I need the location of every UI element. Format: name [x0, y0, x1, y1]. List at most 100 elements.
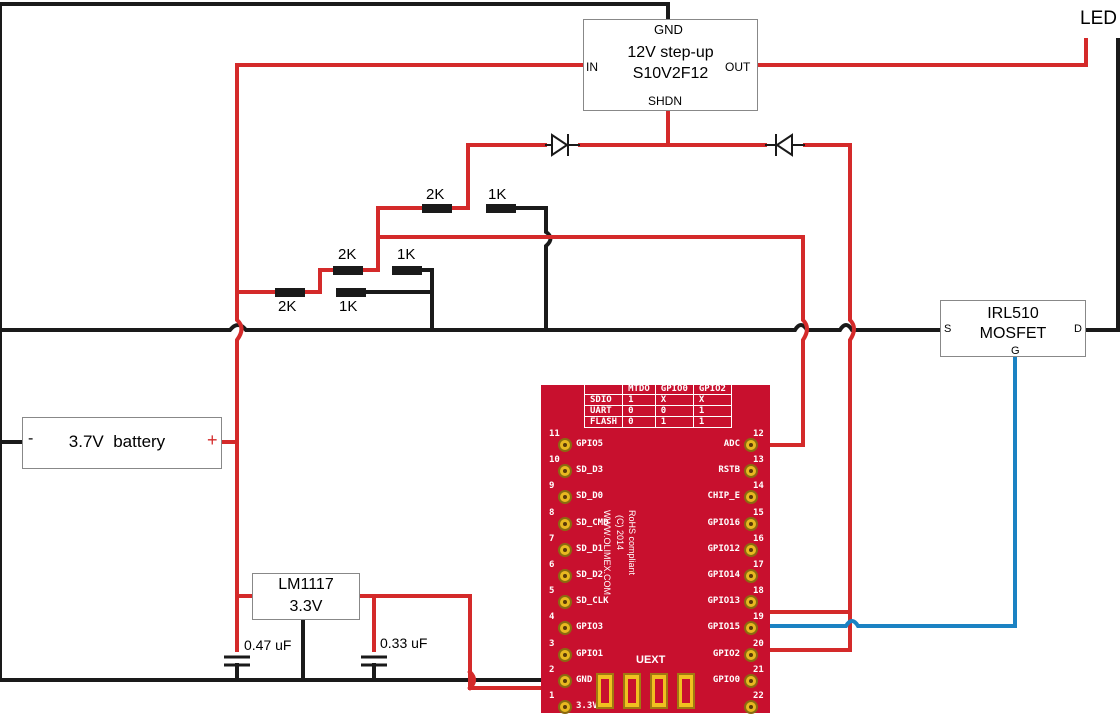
- table-cell: [583, 383, 624, 395]
- left-pin-number: 10: [549, 455, 560, 466]
- stepup-out-wire: [756, 38, 1088, 67]
- right-pin-label: RSTB: [718, 465, 740, 476]
- stepup-title: 12V step-up: [627, 44, 714, 61]
- left-pin-label: SD_D1: [576, 543, 604, 554]
- right-pin-number: 15: [753, 507, 764, 518]
- right-pin-number: 16: [753, 533, 764, 544]
- left-pin-label: SD_D0: [576, 491, 604, 502]
- mosfet-source-label: S: [944, 323, 952, 335]
- left-pin-pad: [558, 516, 572, 531]
- table-cell: 1: [692, 416, 732, 428]
- uext-label: UEXT: [636, 654, 666, 666]
- divider-1k-a-wire: [416, 268, 434, 332]
- table-cell: MTDO: [622, 383, 656, 395]
- right-pin-number: 21: [753, 664, 764, 675]
- right-pin-number: 12: [753, 429, 764, 439]
- right-pin-number: 20: [753, 638, 764, 649]
- left-pin-label: GPIO5: [576, 439, 604, 449]
- left-pin-label: SD_CLK: [576, 596, 609, 607]
- left-pin-pad: [558, 490, 572, 505]
- resistor-2k-top: [422, 204, 452, 213]
- left-pin-pad: [558, 542, 572, 557]
- left-pin-pad: [558, 595, 572, 610]
- left-pin-number: 8: [549, 507, 555, 518]
- uext-pad: [623, 673, 641, 709]
- right-pin-number: 14: [753, 481, 764, 492]
- mosfet-gate-label: G: [1011, 345, 1020, 357]
- regulator-title: LM1117: [278, 576, 334, 593]
- divider-top-wire: [376, 143, 470, 210]
- right-pin-label: GPIO15: [707, 622, 740, 633]
- resistor-2k-top-label: 2K: [426, 186, 445, 203]
- board-vertical-text-1: WWW.OLIMEX.COM: [602, 510, 612, 595]
- right-pin-label: GPIO12: [707, 543, 740, 554]
- resistor-2k-bottom: [275, 288, 305, 297]
- cap1-label: 0.47 uF: [244, 637, 292, 653]
- battery-plus-rail: [235, 63, 244, 598]
- left-pin-label: SD_CMD: [576, 517, 609, 528]
- right-pin-pad: [744, 595, 758, 610]
- right-pin-pad: [744, 490, 758, 505]
- mosfet-type: MOSFET: [979, 325, 1047, 342]
- resistor-1k-bottom: [336, 288, 366, 297]
- power-wires: [220, 38, 1088, 691]
- right-pin-number: 13: [753, 455, 764, 466]
- left-pin-pad: [558, 700, 572, 714]
- left-pin-pad: [558, 621, 572, 636]
- diode1-body: [551, 133, 569, 157]
- left-pin-pad: [558, 569, 572, 583]
- right-pin-label: CHIP_E: [707, 491, 740, 502]
- right-pin-label: ADC: [723, 439, 740, 449]
- regulator-box: [252, 573, 360, 620]
- left-pin-label: GND: [576, 674, 593, 685]
- resistor-1k-top-label: 1K: [488, 186, 507, 203]
- uext-pad: [650, 673, 668, 709]
- board-vertical-text-2: (C) 2014: [615, 515, 625, 551]
- right-pin-pad: [744, 516, 758, 531]
- resistor-2k-mid-label: 2K: [338, 246, 357, 263]
- right-pin-number: 22: [753, 691, 764, 701]
- regulator-out-wire: [358, 594, 562, 690]
- table-cell: UART: [583, 405, 624, 417]
- right-pin-pad: [744, 569, 758, 583]
- right-pin-pad: [744, 464, 758, 479]
- right-pin-pad: [744, 542, 758, 557]
- boot-mode-table: MTDO GPIO0 GPIO2 SDIO 1 X X UART 0 0 1 F…: [583, 383, 732, 428]
- battery-plus: +: [207, 430, 218, 450]
- resistor-1k-bottom-label: 1K: [339, 298, 358, 315]
- right-pin-pad: [744, 647, 758, 662]
- resistor-1k-mid-label: 1K: [397, 246, 416, 263]
- resistor-1k-top: [486, 204, 516, 213]
- table-cell: 1: [692, 405, 732, 417]
- ground-wires: [0, 2, 1120, 682]
- regulator-voltage: 3.3V: [289, 598, 323, 615]
- right-pin-label: GPIO14: [707, 570, 740, 580]
- mosfet-box: [940, 300, 1086, 357]
- right-pin-label: GPIO13: [707, 596, 740, 607]
- left-pin-label: GPIO1: [576, 648, 604, 659]
- left-pin-pad: [558, 438, 572, 452]
- led-label: LED: [1080, 8, 1117, 29]
- left-pin-number: 5: [549, 586, 555, 597]
- resistors: [275, 204, 516, 297]
- left-pin-pad: [558, 673, 572, 688]
- right-pin-label: GPIO0: [712, 674, 740, 685]
- adc-wire: [376, 235, 809, 447]
- stepup-out-label: OUT: [725, 60, 751, 74]
- stepup-in-label: IN: [586, 60, 598, 74]
- diodes: [545, 133, 805, 157]
- mosfet-drain-label: D: [1074, 323, 1082, 335]
- gate-wire: [766, 355, 1017, 628]
- left-pin-pad: [558, 464, 572, 479]
- diode2-right-wire: [803, 143, 856, 614]
- left-pin-number: 7: [549, 533, 555, 544]
- table-cell: 1: [622, 394, 656, 406]
- right-pin-label: GPIO16: [707, 517, 740, 528]
- left-pin-number: 11: [549, 429, 560, 439]
- battery-minus: -: [28, 430, 34, 447]
- left-pin-number: 3: [549, 638, 555, 649]
- uext-pad: [596, 673, 614, 709]
- esp8266-board: [541, 385, 770, 713]
- right-pin-pad: [744, 700, 758, 714]
